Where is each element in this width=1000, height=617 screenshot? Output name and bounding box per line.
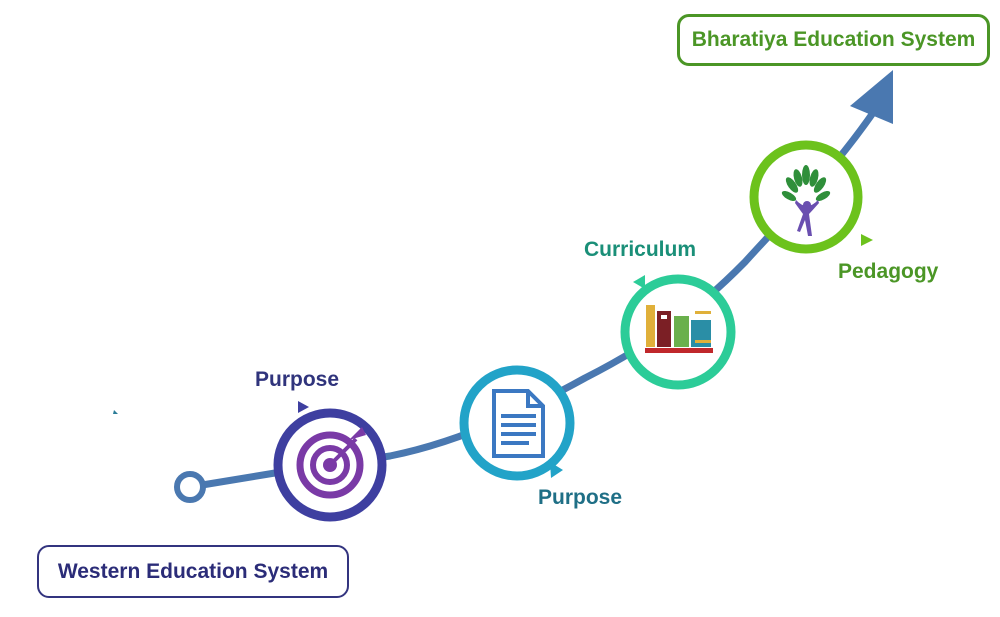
step-node-3 bbox=[620, 274, 736, 390]
step-node-2 bbox=[459, 365, 575, 481]
pointer-triangle-3 bbox=[633, 275, 645, 289]
small-tick-icon bbox=[113, 410, 118, 414]
start-node-icon bbox=[174, 471, 206, 503]
step-node-4 bbox=[749, 140, 873, 254]
pointer-triangle-2 bbox=[550, 462, 563, 478]
arrow-head-icon bbox=[850, 70, 893, 124]
document-icon bbox=[492, 389, 545, 458]
start-box: Western Education System bbox=[37, 545, 349, 598]
tree-person-icon bbox=[781, 165, 831, 236]
pointer-triangle-4 bbox=[861, 234, 873, 246]
target-icon bbox=[296, 427, 366, 499]
step-label-1: Purpose bbox=[255, 368, 340, 391]
end-label: Bharatiya Education System bbox=[691, 28, 976, 51]
step-label-2: Purpose bbox=[538, 486, 623, 509]
start-label: Western Education System bbox=[57, 559, 329, 583]
step-label-3: Curriculum bbox=[584, 238, 697, 261]
step-node-1 bbox=[273, 401, 387, 522]
books-icon bbox=[645, 305, 713, 353]
end-box: Bharatiya Education System bbox=[677, 14, 990, 66]
step-label-4: Pedagogy bbox=[838, 260, 939, 283]
pointer-triangle-1 bbox=[298, 401, 309, 413]
